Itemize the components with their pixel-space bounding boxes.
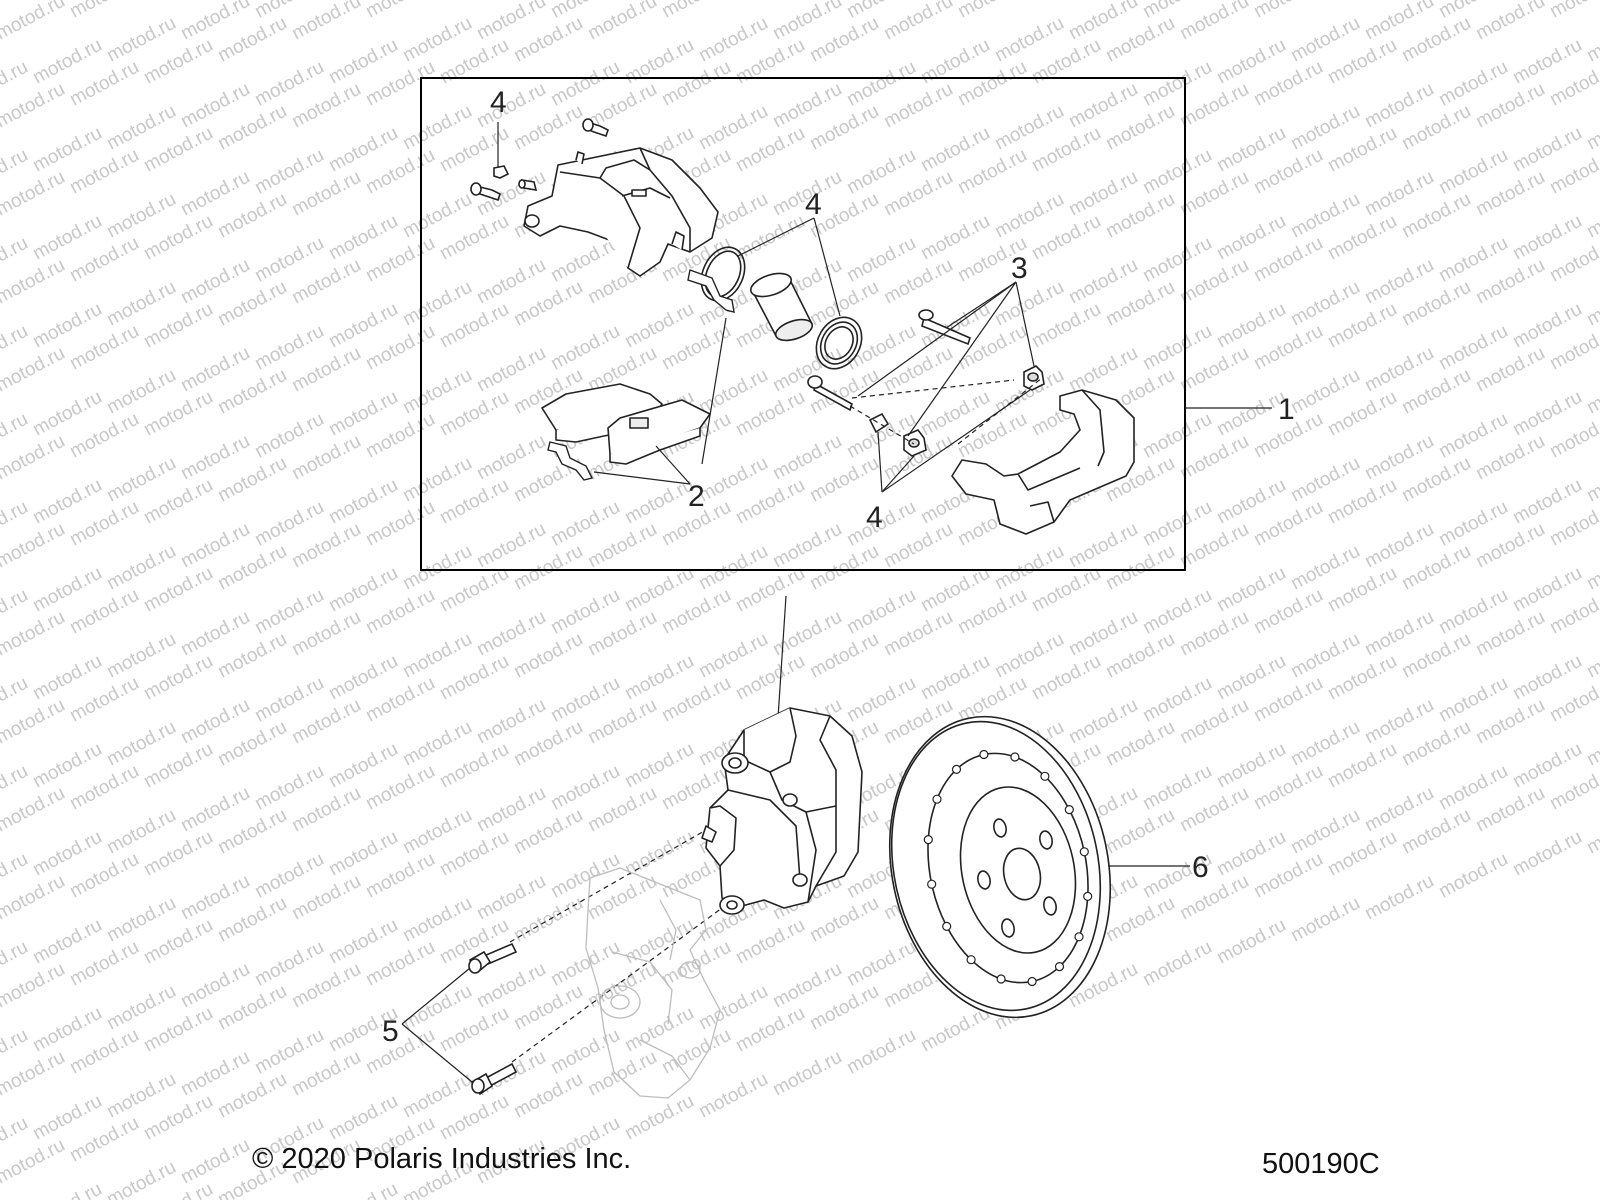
brake-disc-part bbox=[888, 715, 1112, 1019]
assembled-caliper-part bbox=[701, 707, 863, 915]
disc-notch bbox=[1064, 804, 1074, 815]
callout-3: 3 bbox=[1011, 252, 1028, 285]
knuckle-ghost bbox=[585, 867, 721, 1099]
callout-6: 6 bbox=[1192, 851, 1209, 884]
caliper-housing-part bbox=[523, 147, 719, 277]
disc-notch bbox=[1074, 932, 1084, 942]
disc-notch bbox=[1079, 847, 1089, 857]
disc-notch bbox=[1083, 891, 1093, 902]
disc-notch bbox=[979, 749, 989, 760]
diagram-number: 500190C bbox=[1262, 1148, 1380, 1180]
callout-5: 5 bbox=[382, 1015, 399, 1048]
callout-4-bleeder: 4 bbox=[490, 86, 507, 119]
bleeder-and-bolts bbox=[470, 118, 609, 202]
guide-pins-part bbox=[807, 309, 1045, 457]
disc-notch bbox=[1010, 752, 1020, 762]
disc-notch bbox=[996, 974, 1006, 984]
disc-notch bbox=[1027, 976, 1037, 987]
disc-notch bbox=[966, 955, 976, 965]
brake-pads-part bbox=[541, 383, 711, 465]
caliper-bracket-part bbox=[951, 389, 1135, 535]
disc-notch bbox=[942, 921, 952, 932]
disc-notch bbox=[923, 834, 933, 845]
disc-notch bbox=[951, 764, 962, 775]
piston-seal-part bbox=[815, 316, 863, 370]
leader-line-5b bbox=[401, 1023, 473, 1083]
piston-part bbox=[749, 272, 814, 342]
dashed-lines bbox=[509, 377, 1043, 1063]
callout-1: 1 bbox=[1278, 393, 1295, 426]
disc-notch bbox=[932, 794, 942, 804]
callout-2: 2 bbox=[688, 480, 705, 513]
callout-4-seals: 4 bbox=[805, 188, 822, 221]
leader-lines bbox=[497, 122, 1272, 719]
disc-notch bbox=[1054, 961, 1065, 972]
disc-notch bbox=[927, 879, 937, 889]
callout-4-boots: 4 bbox=[866, 501, 883, 534]
leader-line-5a bbox=[401, 967, 471, 1025]
pad-clips-part bbox=[547, 269, 735, 481]
kit-box bbox=[420, 77, 1186, 571]
copyright-notice: © 2020 Polaris Industries Inc. bbox=[252, 1143, 632, 1175]
mounting-bolts-part bbox=[468, 942, 518, 1096]
disc-notch bbox=[1040, 771, 1050, 781]
